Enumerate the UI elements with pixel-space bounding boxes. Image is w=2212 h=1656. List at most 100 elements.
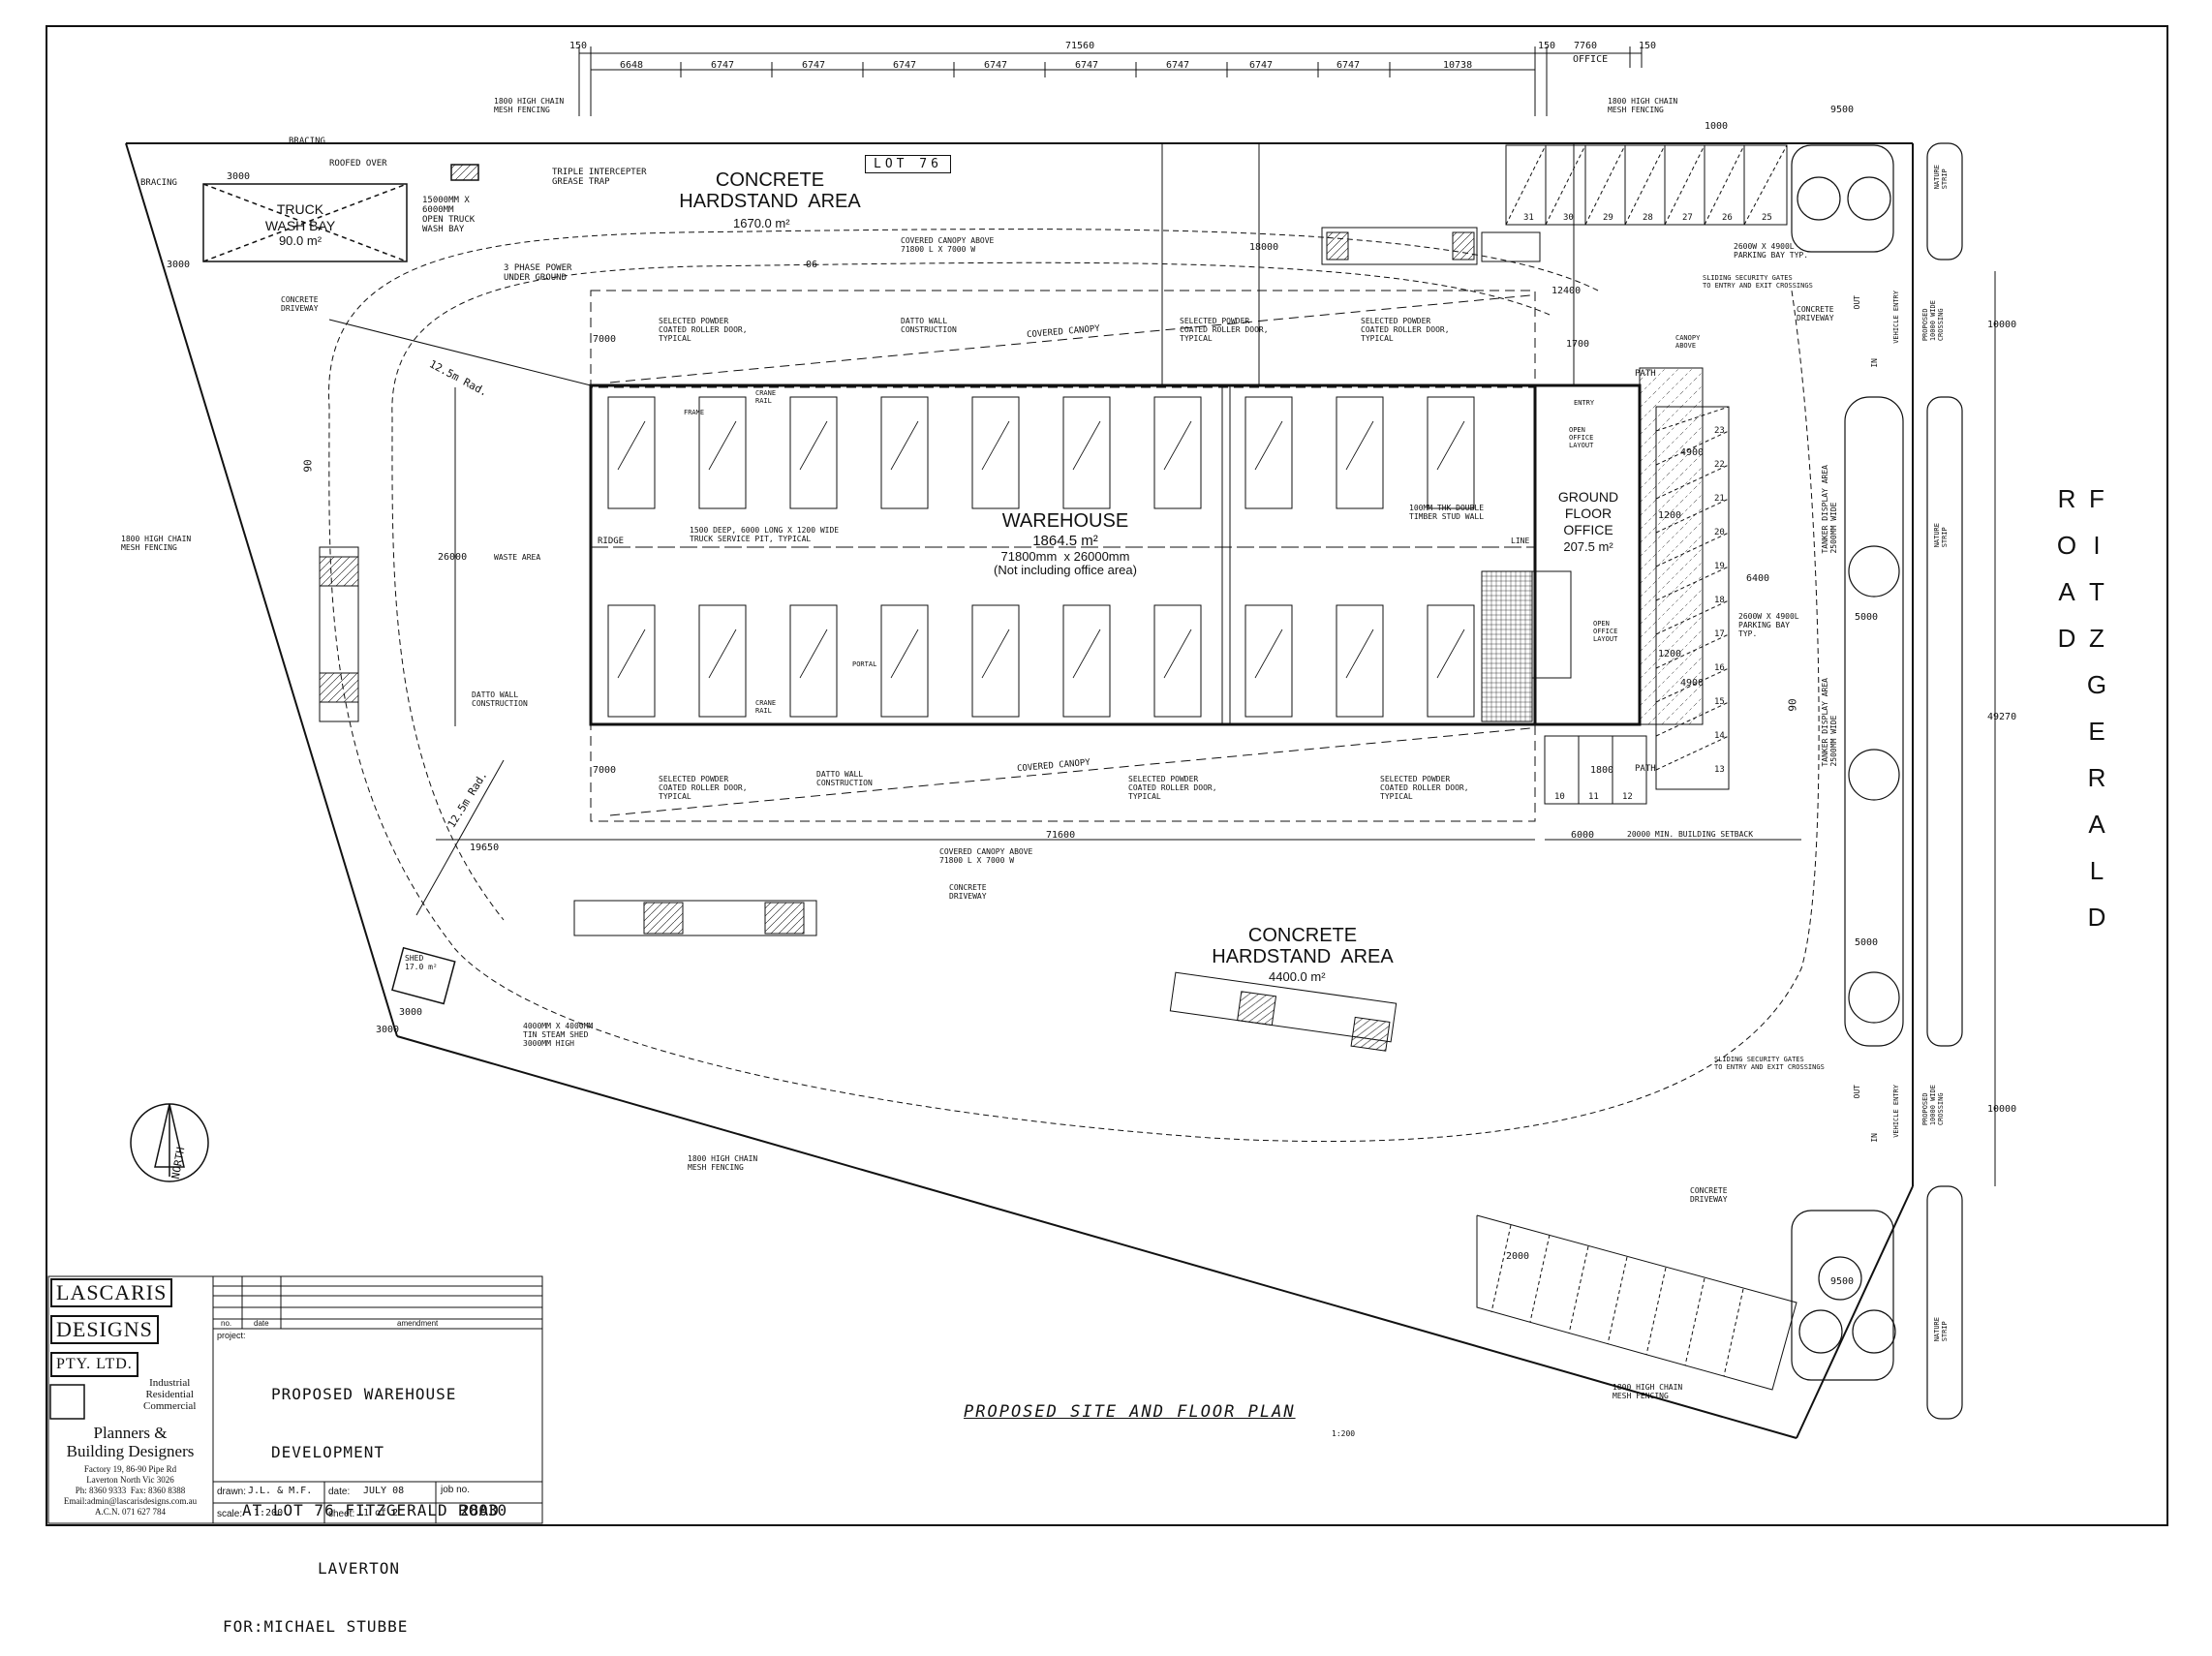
canopy-above-label: CANOPY ABOVE <box>1675 334 1701 350</box>
entry-label: ENTRY <box>1574 399 1595 407</box>
dim-19650: 19650 <box>470 843 500 853</box>
datto-wall-left: DATTO WALL CONSTRUCTION <box>472 690 528 708</box>
service-pit-bay <box>1336 604 1384 718</box>
office-layout-top: OPEN OFFICE LAYOUT <box>1569 426 1594 449</box>
right-parking-bays <box>1655 406 1730 790</box>
bay-pit-mark <box>981 420 1010 471</box>
firm-logo-square <box>49 1384 85 1420</box>
driveway-path <box>328 229 1820 1143</box>
bay-pit-mark <box>1072 629 1101 679</box>
dim-26000: 26000 <box>438 552 468 563</box>
dim-bay-3: 6747 <box>802 60 826 71</box>
dim-left-offset: 150 <box>569 41 588 51</box>
dim-71600: 71600 <box>1046 830 1076 841</box>
dim-3000-a: 3000 <box>227 171 251 182</box>
service-pit-bay <box>607 396 656 509</box>
display-area-top: TANKER DISPLAY AREA 2500MM WIDE <box>1821 465 1838 554</box>
dim-9500-bottom: 9500 <box>1830 1276 1855 1287</box>
service-pit-bay <box>880 396 929 509</box>
concrete-driveway-mid: CONCRETE DRIVEWAY <box>949 883 987 901</box>
service-pit-bay <box>1153 396 1202 509</box>
proposed-crossing-bottom: PROPOSED 10000 WIDE CROSSING <box>1921 1085 1945 1126</box>
bay-pit-mark <box>1436 420 1465 471</box>
site-plan-drawing: 150 71560 150 7760 OFFICE 150 6648 6747 … <box>46 25 2168 1636</box>
nature-strip-label: NATURE STRIP <box>1933 165 1949 190</box>
dim-10000-bottom: 10000 <box>1987 1104 2017 1115</box>
frame-label: FRAME <box>684 409 705 416</box>
dim-9500-top: 9500 <box>1830 105 1855 115</box>
service-pit-bay <box>789 604 838 718</box>
chain-fence-bottom-right: 1800 HIGH CHAIN MESH FENCING <box>1613 1383 1683 1400</box>
parking-number: 25 <box>1762 213 1772 223</box>
roller-door-note-4: SELECTED POWDER COATED ROLLER DOOR, TYPI… <box>659 775 748 801</box>
service-pit-note: 1500 DEEP, 6000 LONG X 1200 WIDE TRUCK S… <box>690 526 840 543</box>
tb-job-value: 28030 <box>460 1501 507 1519</box>
bay-pit-mark <box>1254 420 1283 471</box>
bracing-left: BRACING <box>140 178 177 188</box>
bay-pit-mark <box>799 420 828 471</box>
nature-strips <box>1926 142 1963 1420</box>
crane-rail-top: CRANE RAIL <box>755 389 777 405</box>
dim-7000-bottom: 7000 <box>593 765 617 776</box>
bracing-top: BRACING <box>289 137 325 146</box>
parking-number: 27 <box>1682 213 1693 223</box>
dim-bay-8: 6747 <box>1249 60 1274 71</box>
tb-project-label: project: <box>217 1331 246 1340</box>
warehouse-note: (Not including office area) <box>994 563 1137 577</box>
nature-strip-label-2: NATURE STRIP <box>1933 523 1949 548</box>
service-pit-bay <box>1244 604 1293 718</box>
bay-pit-mark <box>1163 629 1192 679</box>
roller-door-note-5: SELECTED POWDER COATED ROLLER DOOR, TYPI… <box>1128 775 1217 801</box>
canopy-bottom-note: COVERED CANOPY ABOVE 71800 L X 7000 W <box>939 847 1033 865</box>
dim-5000-b: 5000 <box>1855 937 1879 948</box>
service-pit-bay <box>1062 604 1111 718</box>
parking-number: 11 <box>1588 792 1599 802</box>
dim-bay-1: 6648 <box>620 60 644 71</box>
parking-number: 29 <box>1603 213 1613 223</box>
top-parking-bays <box>1505 144 1788 226</box>
north-arrow <box>130 1103 209 1182</box>
bay-pit-mark <box>1436 629 1465 679</box>
bay-pit-mark <box>1163 420 1192 471</box>
firm-tagline: Planners & Building Designers <box>66 1424 195 1460</box>
hardstand-top-title: CONCRETE HARDSTAND AREA <box>679 169 861 212</box>
title-block-lines <box>47 1275 543 1524</box>
security-gates-top: SLIDING SECURITY GATES TO ENTRY AND EXIT… <box>1703 274 1813 290</box>
truck-wash-area: 90.0 m² <box>278 233 323 248</box>
lot-label: LOT 76 <box>865 155 951 173</box>
chain-fence-left: 1800 HIGH CHAIN MESH FENCING <box>121 535 192 552</box>
road-name: FITZGERALD ROAD <box>2052 484 2111 949</box>
tb-drawn-value: J.L. & M.F. <box>248 1486 313 1496</box>
bay-pit-mark <box>1345 629 1374 679</box>
ridge-label: RIDGE <box>598 537 625 546</box>
service-pit-bay <box>971 604 1020 718</box>
dim-overall: 71560 <box>1065 41 1095 51</box>
sheet-scale: 1:200 <box>1332 1429 1356 1438</box>
site-plan-linework <box>46 25 2168 1526</box>
tb-job-label: job no. <box>441 1485 471 1495</box>
project-line-4: LAVERTON <box>318 1559 401 1578</box>
service-pit-bay <box>698 604 747 718</box>
parking-number: 15 <box>1714 697 1725 707</box>
lower-parking-bays <box>1476 1214 1797 1391</box>
tb-col-amendment: amendment <box>397 1319 439 1328</box>
warehouse-dims: 71800mm x 26000mm <box>1000 549 1130 564</box>
path-top-label: PATH <box>1635 369 1656 379</box>
dim-3000-d: 3000 <box>399 1007 423 1018</box>
parking-number: 30 <box>1563 213 1574 223</box>
dim-3000-b: 3000 <box>167 260 191 270</box>
security-gates-bottom: SLIDING SECURITY GATES TO ENTRY AND EXIT… <box>1714 1056 1825 1071</box>
firm-name-line3: PTY. LTD. <box>50 1352 138 1377</box>
dim-right-offset: 150 <box>1538 41 1556 51</box>
parking-number: 26 <box>1722 213 1733 223</box>
office-layout-bottom: OPEN OFFICE LAYOUT <box>1593 620 1618 643</box>
arrow-06-label: 06 <box>806 260 818 270</box>
project-line-1: PROPOSED WAREHOUSE <box>271 1385 457 1403</box>
line-label: LINE <box>1511 537 1530 545</box>
in-bottom: IN <box>1870 1133 1879 1143</box>
dim-7000-top: 7000 <box>593 334 617 345</box>
dim-10000-top: 10000 <box>1987 320 2017 330</box>
service-pit-bay <box>1336 396 1384 509</box>
dim-5000-a: 5000 <box>1855 612 1879 623</box>
display-area-bottom: TANKER DISPLAY AREA 2500MM WIDE <box>1821 678 1838 767</box>
